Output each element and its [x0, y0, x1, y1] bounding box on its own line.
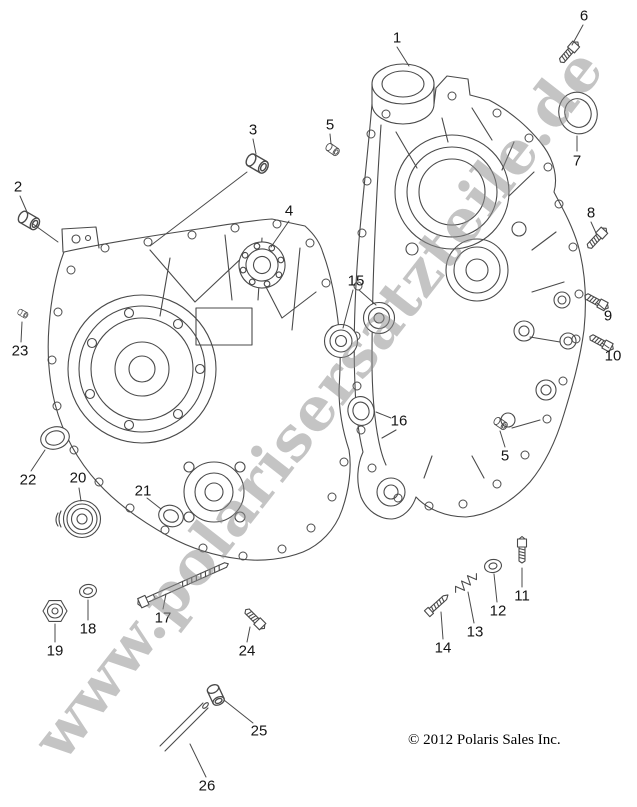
part-screw-14 [423, 594, 449, 618]
callout-11: 11 [514, 587, 530, 605]
callout-8: 8 [586, 204, 596, 222]
callout-2: 2 [13, 178, 23, 196]
callout-24: 24 [238, 642, 256, 660]
callout-21: 21 [134, 482, 152, 500]
part-dowel-3 [243, 151, 271, 176]
part-washer-12 [484, 558, 502, 574]
part-bearing-4 [238, 241, 286, 289]
callout-7: 7 [572, 152, 582, 170]
callout-18: 18 [79, 620, 97, 638]
callout-23: 23 [11, 342, 29, 360]
part-spring-13 [455, 573, 477, 593]
callout-17: 17 [154, 609, 172, 627]
part-bolt-6 [556, 38, 582, 66]
callout-5a: 5 [325, 116, 335, 134]
part-bolt-8 [584, 224, 611, 252]
part-bearing-15b [362, 301, 396, 335]
callout-9: 9 [603, 307, 613, 325]
part-seal-16 [347, 396, 375, 426]
part-bolt-11 [516, 535, 528, 564]
callout-19: 19 [46, 642, 64, 660]
crankcase-half-right [351, 63, 586, 520]
part-washer-18 [79, 583, 97, 599]
callout-25: 25 [250, 722, 268, 740]
part-pin-5a [324, 141, 342, 158]
leader-lines [19, 24, 610, 778]
callout-4: 4 [284, 202, 294, 220]
part-pin-23 [16, 308, 30, 320]
part-bolt-24 [241, 605, 269, 633]
part-bolt-17 [137, 562, 229, 609]
callout-26: 26 [198, 777, 216, 795]
callout-10: 10 [604, 347, 622, 365]
callout-14: 14 [434, 639, 452, 657]
copyright-text: © 2012 Polaris Sales Inc. [408, 732, 561, 748]
callout-5b: 5 [500, 447, 510, 465]
part-plug-19 [42, 600, 68, 622]
part-seal-21 [158, 504, 184, 528]
callout-12: 12 [489, 602, 507, 620]
part-bearing-15a [323, 323, 359, 359]
part-plug-20 [55, 499, 102, 539]
callout-3: 3 [248, 121, 258, 139]
callout-13: 13 [466, 623, 484, 641]
part-tube-26 [159, 702, 209, 752]
callout-15: 15 [347, 272, 365, 290]
part-pin-5b [492, 415, 510, 432]
callout-22: 22 [19, 471, 37, 489]
callout-1: 1 [392, 29, 402, 47]
callout-16: 16 [390, 412, 408, 430]
callout-20: 20 [69, 469, 87, 487]
part-plug-22 [40, 426, 70, 450]
part-seal-7 [558, 91, 598, 135]
callout-6: 6 [579, 7, 589, 25]
part-dowel-2 [15, 208, 43, 232]
